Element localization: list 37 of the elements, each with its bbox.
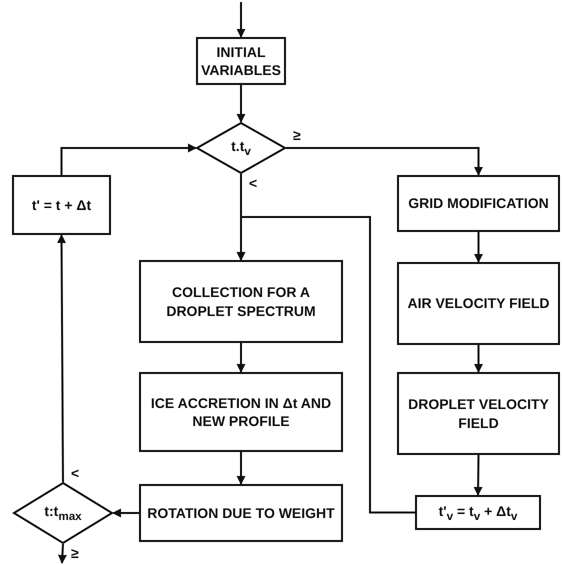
node-label: ROTATION DUE TO WEIGHT — [146, 504, 336, 522]
node-label: ICE ACCRETION IN Δt AND NEW PROFILE — [150, 394, 332, 430]
node-label: t'$_{v}$ = t$_{v}$ + Δt$_{v}$ — [438, 502, 518, 524]
node-label: AIR VELOCITY FIELD — [406, 294, 551, 313]
arrow — [57, 234, 66, 482]
process-box — [397, 372, 560, 455]
arrow — [236, 216, 415, 514]
node-label: INITIAL VARIABLES — [200, 42, 282, 80]
process-box — [196, 37, 286, 85]
arrow — [236, 85, 246, 123]
decision-diamond — [13, 482, 113, 544]
arrow — [58, 544, 67, 564]
arrow — [236, 2, 246, 38]
node-label: COLLECTION FOR A DROPLET SPECTRUM — [165, 283, 317, 320]
node-label: t:t$_{max}$ — [43, 502, 83, 524]
node-label: DROPLET VELOCITY FIELD — [407, 395, 550, 432]
process-box — [415, 495, 541, 530]
arrow — [236, 452, 246, 485]
arrow — [236, 343, 246, 373]
process-box — [139, 484, 343, 542]
process-box — [139, 372, 343, 452]
arrow — [474, 345, 483, 373]
edge-label: ≥ — [70, 546, 80, 560]
process-box — [397, 175, 560, 232]
arrow — [474, 454, 483, 496]
edge-label: ≥ — [292, 128, 302, 142]
decision-diamond — [196, 122, 286, 174]
process-box — [397, 262, 560, 345]
node-label: t.t$_{v}$ — [230, 137, 252, 159]
arrow — [474, 232, 483, 263]
arrow — [286, 147, 483, 176]
node-label: GRID MODIFICATION — [407, 194, 550, 213]
node-label: t' = t + Δt — [30, 196, 92, 214]
arrow — [60, 144, 197, 175]
process-box — [12, 175, 111, 235]
process-box — [139, 260, 343, 343]
arrow — [112, 508, 139, 518]
